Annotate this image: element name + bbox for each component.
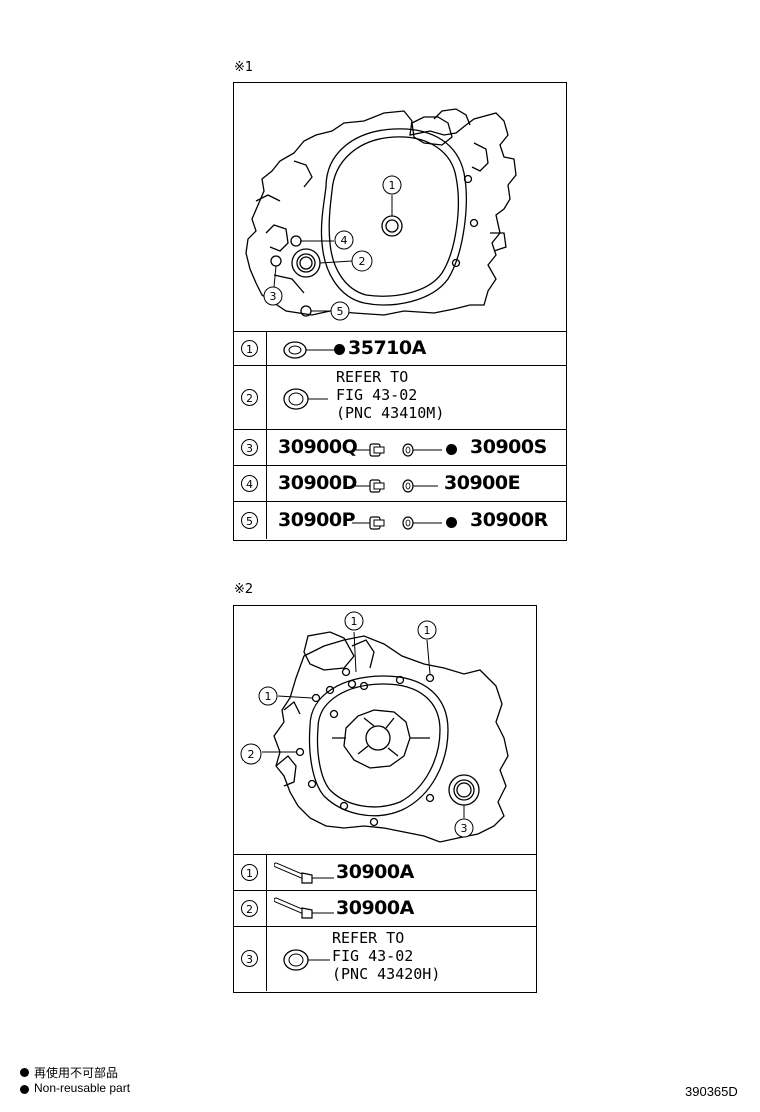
p1-row-5: 5 30900P 30900R bbox=[234, 502, 566, 539]
p2-row-1: 1 30900A bbox=[234, 855, 536, 891]
row-index-cell: 2 bbox=[234, 366, 267, 429]
oil-seal-icon bbox=[283, 388, 328, 410]
refer-line-3: (PNC 43410M) bbox=[336, 404, 445, 422]
refer-line-2: FIG 43-02 bbox=[332, 947, 414, 965]
panel2-transaxle-illustration: 1 1 1 2 3 bbox=[240, 611, 509, 843]
index-number: 1 bbox=[241, 864, 258, 881]
part-number-right: 30900S bbox=[470, 436, 547, 458]
part-number-left: 30900Q bbox=[278, 436, 358, 458]
nonreusable-dot-icon bbox=[446, 444, 457, 455]
p2-callout-1b: 1 bbox=[424, 624, 431, 637]
row-index-cell: 5 bbox=[234, 502, 267, 539]
p2-callout-2: 2 bbox=[248, 748, 255, 761]
nonreusable-dot-icon bbox=[446, 517, 457, 528]
part-number: 30900A bbox=[336, 861, 414, 883]
p2-row-2: 2 30900A bbox=[234, 891, 536, 927]
p2-callout-1a: 1 bbox=[351, 615, 358, 628]
part-number-left: 30900P bbox=[278, 509, 356, 531]
index-number: 3 bbox=[241, 439, 258, 456]
row-index-cell: 3 bbox=[234, 927, 267, 991]
panel1-parts-table: 1 35710A 2 REFER TO FIG 43-02 (PNC 43410… bbox=[234, 331, 566, 539]
part-number: 35710A bbox=[348, 337, 426, 359]
plug-gasket-icon bbox=[352, 516, 442, 530]
index-number: 3 bbox=[241, 950, 258, 967]
p1-callout-1: 1 bbox=[389, 179, 396, 192]
bolt-icon bbox=[274, 897, 334, 919]
part-number-left: 30900D bbox=[278, 472, 357, 494]
legend-text-jp: 再使用不可部品 bbox=[34, 1066, 119, 1080]
row-index-cell: 3 bbox=[234, 430, 267, 465]
panel2-frame: 1 1 1 2 3 1 30900A 2 bbox=[233, 605, 537, 993]
row-index-cell: 4 bbox=[234, 466, 267, 501]
legend-dot-icon bbox=[20, 1068, 29, 1077]
index-number: 5 bbox=[241, 512, 258, 529]
part-number-right: 30900R bbox=[470, 509, 548, 531]
refer-line-1: REFER TO bbox=[336, 368, 409, 386]
panel1-frame: 1 2 4 3 5 1 35710A 2 REFER bbox=[233, 82, 567, 541]
p2-callout-3: 3 bbox=[461, 822, 468, 835]
p2-callout-1c: 1 bbox=[265, 690, 272, 703]
p1-row-4: 4 30900D 30900E bbox=[234, 466, 566, 502]
plug-gasket-icon bbox=[352, 443, 442, 457]
index-number: 1 bbox=[241, 340, 258, 357]
p1-row-2: 2 REFER TO FIG 43-02 (PNC 43410M) bbox=[234, 366, 566, 430]
row-index-cell: 2 bbox=[234, 891, 267, 926]
panel2-parts-table: 1 30900A 2 30900A 3 bbox=[234, 854, 536, 991]
index-number: 4 bbox=[241, 475, 258, 492]
p1-callout-2: 2 bbox=[359, 255, 366, 268]
seal-icon bbox=[283, 341, 334, 359]
part-number-right: 30900E bbox=[444, 472, 521, 494]
plug-gasket-icon bbox=[352, 479, 438, 493]
p1-callout-5: 5 bbox=[337, 305, 344, 318]
part-number: 30900A bbox=[336, 897, 414, 919]
legend-dot-icon-2 bbox=[20, 1085, 29, 1094]
panel2-label: ※2 bbox=[234, 582, 254, 597]
figure-code: 390365D bbox=[685, 1084, 738, 1099]
legend-text-en: Non-reusable part bbox=[34, 1081, 131, 1095]
index-number: 2 bbox=[241, 900, 258, 917]
panel1-transaxle-illustration: 1 2 4 3 5 bbox=[245, 108, 517, 321]
refer-line-2: FIG 43-02 bbox=[336, 386, 418, 404]
p1-callout-4: 4 bbox=[341, 234, 348, 247]
refer-line-1: REFER TO bbox=[332, 929, 405, 947]
p2-row-3: 3 REFER TO FIG 43-02 (PNC 43420H) bbox=[234, 927, 536, 991]
p1-row-1: 1 35710A bbox=[234, 332, 566, 366]
bolt-icon bbox=[274, 862, 334, 884]
oil-seal-icon bbox=[283, 949, 330, 971]
p1-row-3: 3 30900Q 30900S bbox=[234, 430, 566, 466]
panel1-label: ※1 bbox=[234, 60, 254, 75]
row-index-cell: 1 bbox=[234, 855, 267, 890]
nonreusable-dot-icon bbox=[334, 344, 345, 355]
p1-callout-3: 3 bbox=[270, 290, 277, 303]
index-number: 2 bbox=[241, 389, 258, 406]
row-index-cell: 1 bbox=[234, 332, 267, 365]
refer-line-3: (PNC 43420H) bbox=[332, 965, 441, 983]
